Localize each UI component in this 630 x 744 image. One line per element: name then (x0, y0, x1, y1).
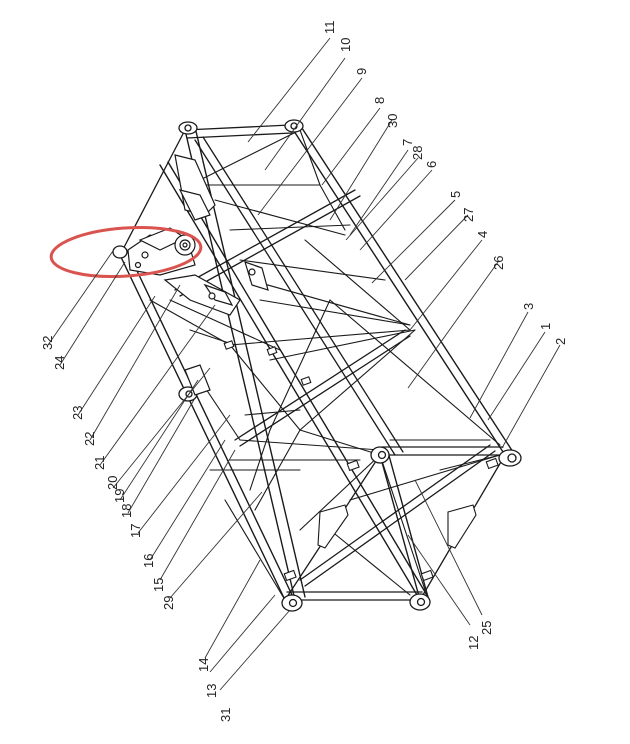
callout-2: 2 (553, 338, 568, 345)
callout-22: 22 (82, 432, 97, 446)
hinge-assembly (127, 154, 269, 396)
callout-26: 26 (491, 256, 506, 270)
callout-19: 19 (112, 489, 127, 503)
callout-21: 21 (92, 456, 107, 470)
callout-10: 10 (338, 38, 353, 52)
callout-3: 3 (521, 303, 536, 310)
highlight-ellipse (49, 225, 203, 279)
truss-structure (112, 119, 522, 612)
callout-15: 15 (151, 578, 166, 592)
callout-5: 5 (448, 191, 463, 198)
long-diagonals (174, 136, 496, 587)
callout-8: 8 (372, 97, 387, 104)
callout-17: 17 (128, 524, 143, 538)
callout-29: 29 (161, 596, 176, 610)
connector-lugs (112, 119, 522, 612)
callout-14: 14 (196, 658, 211, 672)
callout-27: 27 (461, 208, 476, 222)
brackets (223, 340, 499, 582)
callout-23: 23 (70, 406, 85, 420)
callout-7: 7 (400, 139, 415, 146)
callout-4: 4 (475, 231, 490, 238)
callout-20: 20 (105, 476, 120, 490)
callout-28: 28 (410, 146, 425, 160)
callout-1: 1 (538, 323, 553, 330)
callout-labels: 11 10 9 8 30 7 28 6 5 27 4 26 3 1 2 25 1… (40, 21, 568, 723)
callout-11: 11 (322, 21, 337, 35)
lacing (149, 129, 501, 601)
callout-32: 32 (40, 336, 55, 350)
callout-12: 12 (466, 636, 481, 650)
callout-18: 18 (119, 504, 134, 518)
callout-13: 13 (204, 684, 219, 698)
callout-24: 24 (52, 356, 67, 370)
callout-9: 9 (354, 68, 369, 75)
callout-6: 6 (424, 161, 439, 168)
callout-25: 25 (479, 621, 494, 635)
callout-16: 16 (141, 554, 156, 568)
callout-30: 30 (385, 114, 400, 128)
leader-lines (47, 37, 561, 691)
callout-31: 31 (218, 708, 233, 722)
